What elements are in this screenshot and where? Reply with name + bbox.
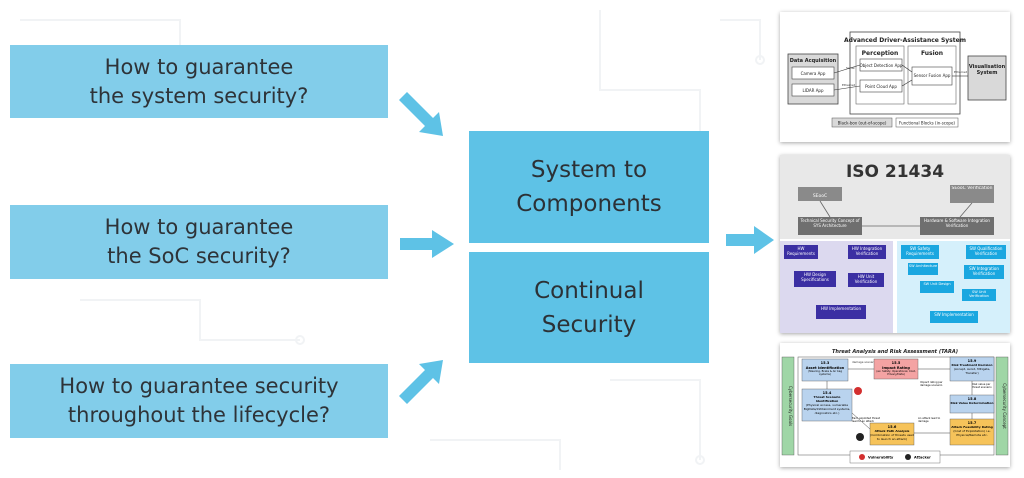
question-box-soc-security: How to guarantee the SoC security? bbox=[10, 205, 388, 279]
attacker-icon bbox=[856, 433, 864, 441]
adas-data-acquisition: Data Acquisition bbox=[790, 58, 837, 64]
adas-ethernet-label: Ethernet bbox=[954, 70, 968, 74]
adas-ethernet-label: Ethernet bbox=[842, 83, 856, 87]
biohazard-icon bbox=[854, 387, 862, 395]
middle-line: Components bbox=[516, 191, 662, 217]
tara-asset: Asset Identification bbox=[806, 366, 845, 370]
question-box-system-security: How to guarantee the system security? bbox=[10, 45, 388, 118]
tara-feasibility: Attack Feasibility Rating bbox=[951, 425, 993, 429]
adas-legend-functional: Functional Blocks (in-scope) bbox=[899, 121, 955, 126]
tara-attack-path-sub: (Combination of threats used to launch a… bbox=[870, 433, 914, 441]
iso-sw-integration-verification: SW Integration Verification bbox=[969, 266, 999, 276]
iso-sleoc-verification: SEooC Verification bbox=[951, 186, 993, 191]
tara-risk-treat-num: 15.9 bbox=[968, 359, 977, 363]
question-line: How to guarantee bbox=[104, 215, 294, 239]
iso-hw-sw-integration: Hardware & Software Integration Verifica… bbox=[924, 218, 990, 228]
tara-impact-sub: (ex. Safety, Operational, Cost, Privacy/… bbox=[876, 370, 916, 376]
middle-line: Security bbox=[541, 311, 637, 338]
adas-legend-black-box: Black-box (out-of-scope) bbox=[838, 121, 887, 126]
question-line: How to guarantee bbox=[104, 54, 294, 79]
tara-risk-treat-sub: (Accept, Avoid, Mitigate, Transfer) bbox=[953, 367, 991, 375]
tara-feasibility-num: 15.7 bbox=[968, 421, 977, 425]
iso-hw-unit-verification: HW Unit Verification bbox=[854, 274, 878, 284]
question-line: the system security? bbox=[89, 83, 309, 108]
tara-feasibility-sub: (Cost of Exploitation) i.e. Physical/Rem… bbox=[953, 429, 991, 437]
tara-risk-value-note: Risk value per threat scenario bbox=[972, 383, 992, 389]
iso21434-thumbnail: ISO 21434 SEooC SEooC Verification Techn… bbox=[780, 155, 1010, 333]
question-line: How to guarantee security bbox=[59, 374, 339, 398]
tara-left-side: Cybersecurity Goals bbox=[788, 386, 793, 426]
tara-title: Threat Analysis and Risk Assessment (TAR… bbox=[832, 349, 958, 355]
iso-sleoc: SEooC bbox=[813, 193, 827, 199]
iso-sw-unit-verification: SW Unit Verification bbox=[969, 290, 989, 298]
adas-sensor-fusion: Sensor Fusion App bbox=[914, 73, 951, 78]
adas-diagram: Advanced Driver-Assistance System Percep… bbox=[787, 31, 1007, 128]
tara-risk-treat: Risk Treatment Decision bbox=[951, 363, 993, 367]
adas-object-detection: Object Detection App bbox=[860, 63, 903, 68]
tara-attack-path-num: 15.6 bbox=[888, 425, 897, 429]
tara-attack-leads: An attack lead to damage bbox=[918, 417, 941, 423]
iso-hw-implementation: HW Implementation bbox=[821, 306, 861, 311]
adas-lidar-app: LIDAR App bbox=[802, 88, 823, 93]
middle-line: Continual bbox=[534, 277, 644, 304]
tara-attack-path: Attack Path Analysis bbox=[874, 429, 910, 433]
iso-hw-requirements: HW Requirements bbox=[787, 246, 815, 256]
iso-title: ISO 21434 bbox=[846, 162, 944, 182]
adas-point-cloud: Point Cloud App bbox=[865, 84, 897, 89]
vulnerability-icon bbox=[859, 454, 865, 460]
iso-sw-unit-design: SW Unit Design bbox=[923, 282, 951, 286]
tara-risk-det-num: 15.8 bbox=[968, 397, 977, 401]
tara-attacker-label: Attacker bbox=[914, 456, 931, 460]
iso-hw-integration-verification: HW Integration Verification bbox=[851, 246, 883, 256]
iso-diagram: ISO 21434 SEooC SEooC Verification Techn… bbox=[780, 155, 1010, 333]
iso-sw-implementation: SW Implementation bbox=[934, 312, 974, 317]
question-line: throughout the lifecycle? bbox=[67, 403, 331, 427]
box-system-to-components: System to Components bbox=[469, 131, 709, 243]
tara-impact-num: 15.5 bbox=[892, 361, 901, 365]
tara-impact-rating-note: Impact rating per damage scenario bbox=[920, 381, 943, 387]
arrow-right-icon bbox=[400, 230, 454, 258]
adas-title: Advanced Driver-Assistance System bbox=[844, 37, 966, 44]
attacker-legend-icon bbox=[905, 454, 911, 460]
adas-architecture-thumbnail: Advanced Driver-Assistance System Percep… bbox=[780, 12, 1010, 142]
tara-threat-num: 15.4 bbox=[823, 391, 832, 395]
tara-damage: damage scenarios bbox=[852, 360, 878, 364]
iso-sw-architecture: SW Architecture bbox=[908, 264, 938, 268]
arrow-up-right-icon bbox=[399, 360, 443, 404]
iso-hw-design-spec: HW Design Specifications bbox=[801, 272, 829, 282]
tara-threat-sub: (Physical access, vulnerable BigData/Inf… bbox=[803, 403, 851, 415]
tara-asset-sub: (Steering, Brake & Air bag systems) bbox=[808, 370, 842, 376]
tara-right-side: Cybersecurity Concept bbox=[1002, 383, 1007, 429]
adas-visualisation: Visualisation System bbox=[968, 64, 1006, 76]
arrow-down-right-icon bbox=[399, 92, 443, 136]
tara-exploited: Each exploited threat lead to an attack bbox=[852, 417, 880, 423]
tara-threat: Threat Scenario Identification bbox=[813, 395, 841, 403]
iso-sw-safety-requirements: SW Safety Requirements bbox=[906, 246, 934, 256]
arrow-right-icon bbox=[726, 226, 774, 254]
tara-risk-det: Risk Value Determination bbox=[950, 401, 994, 405]
tara-vulnerability-label: Vulnerability bbox=[868, 456, 894, 460]
box-continual-security: Continual Security bbox=[469, 252, 709, 363]
iso-sw-qualification-verification: SW Qualification Verification bbox=[969, 246, 1003, 256]
middle-line: System to bbox=[530, 157, 648, 183]
adas-camera-app: Camera App bbox=[801, 71, 826, 76]
tara-asset-num: 15.3 bbox=[821, 361, 830, 365]
tara-diagram: Threat Analysis and Risk Assessment (TAR… bbox=[781, 349, 1009, 464]
adas-fusion: Fusion bbox=[921, 50, 943, 57]
adas-serial-label: Serial bbox=[846, 66, 855, 70]
tara-thumbnail: Threat Analysis and Risk Assessment (TAR… bbox=[780, 343, 1010, 467]
iso-tsc: Technical Security Concept of SYS Archit… bbox=[800, 218, 860, 228]
tara-impact: Impact Rating bbox=[882, 366, 910, 370]
question-box-lifecycle-security: How to guarantee security throughout the… bbox=[10, 364, 388, 438]
adas-perception: Perception bbox=[862, 50, 899, 57]
question-line: the SoC security? bbox=[107, 244, 291, 268]
